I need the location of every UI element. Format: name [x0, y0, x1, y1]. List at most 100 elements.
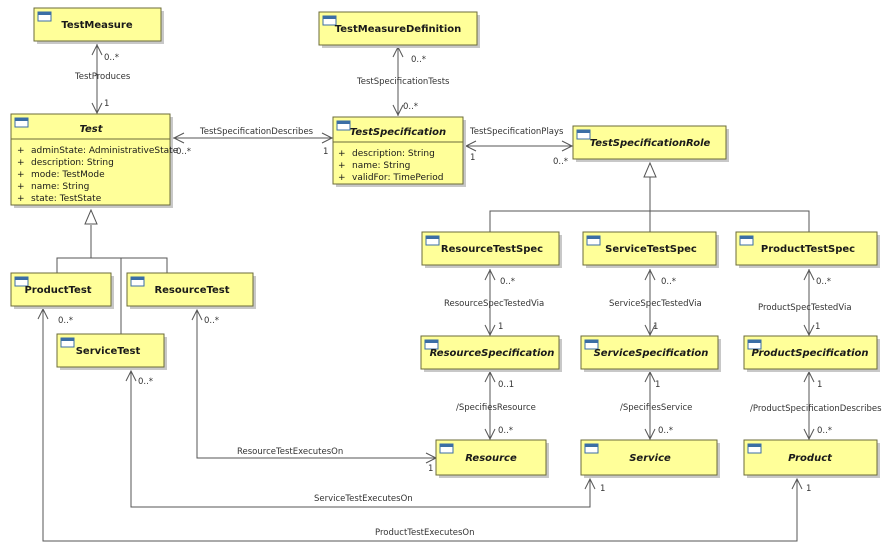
attribute: name: String: [31, 182, 89, 192]
generalization-triangle-test: [84, 208, 98, 225]
label-test-produces: TestProduces: [74, 72, 131, 82]
mult-test-produces-top: 0..*: [104, 53, 119, 63]
attribute: validFor: TimePeriod: [352, 173, 443, 183]
mult-psd-bottom: 0..*: [817, 426, 832, 436]
mult-pstv-bottom: 1: [815, 322, 820, 332]
mult-pteo-source: 0..*: [58, 316, 73, 326]
class-test-specification-role[interactable]: TestSpecificationRole: [572, 125, 729, 162]
mult-tsp-left: 1: [470, 153, 475, 163]
class-service[interactable]: Service: [580, 439, 720, 478]
arrowhead-rstv-top: [484, 268, 496, 281]
arrowhead-ss-bottom: [644, 428, 656, 441]
class-title: ProductTest: [24, 285, 91, 296]
class-service-test-spec[interactable]: ServiceTestSpec: [582, 231, 719, 268]
attribute: description: String: [31, 158, 114, 168]
mult-rstv-bottom: 1: [498, 322, 503, 332]
mult-tsp-right: 0..*: [553, 157, 568, 167]
class-test-measure-definition[interactable]: TestMeasureDefinition: [318, 11, 480, 48]
arrowhead-rstv-bottom: [484, 324, 496, 337]
class-title: TestMeasureDefinition: [335, 24, 462, 35]
edge-product-test-executes-on: [42, 309, 798, 542]
attribute: description: String: [352, 149, 435, 159]
svg-text:+: +: [17, 158, 25, 168]
label-specifies-resource: /SpecifiesResource: [456, 403, 536, 413]
class-title: TestSpecificationRole: [590, 138, 711, 149]
class-service-test[interactable]: ServiceTest: [56, 333, 167, 370]
attribute: adminState: AdministrativeState: [31, 146, 179, 156]
class-title: Product: [788, 453, 833, 464]
edges: [37, 43, 815, 542]
arrowhead-tsd-left: [172, 132, 185, 144]
mult-rteo-source: 0..*: [204, 316, 219, 326]
label-test-specification-describes: TestSpecificationDescribes: [199, 127, 314, 137]
class-test-specification[interactable]: TestSpecification + description: String …: [332, 116, 466, 187]
class-resource-test-spec[interactable]: ResourceTestSpec: [421, 231, 562, 268]
class-title: ProductSpecification: [751, 348, 868, 359]
generalization-triangle-role: [643, 161, 657, 178]
label-service-test-executes-on: ServiceTestExecutesOn: [314, 494, 413, 504]
class-test[interactable]: Test + adminState: AdministrativeState +…: [10, 113, 179, 208]
label-specifies-service: /SpecifiesService: [620, 403, 692, 413]
label-product-spec-tested-via: ProductSpecTestedVia: [758, 303, 852, 313]
svg-text:+: +: [17, 146, 25, 156]
edge-gen-resource-test-spec: [489, 177, 651, 232]
class-resource-test[interactable]: ResourceTest: [126, 272, 256, 309]
mult-tst-top: 0..*: [411, 55, 426, 65]
class-resource[interactable]: Resource: [435, 439, 549, 478]
class-title: ServiceTest: [76, 346, 141, 357]
arrowhead-rteo-source: [191, 308, 203, 321]
class-test-measure[interactable]: TestMeasure: [33, 7, 164, 44]
arrowhead-test-produces-top: [91, 43, 103, 56]
svg-text:+: +: [17, 194, 25, 204]
mult-ss-top: 1: [655, 380, 660, 390]
label-test-specification-plays: TestSpecificationPlays: [469, 127, 564, 137]
edge-resource-test-executes-on: [196, 310, 436, 459]
mult-tsd-right: 1: [323, 147, 328, 157]
arrowhead-tsp-right: [561, 140, 574, 152]
mult-rteo-target: 1: [428, 464, 433, 474]
class-title: ResourceTestSpec: [441, 244, 543, 255]
mult-pteo-target: 1: [806, 484, 811, 494]
edge-labels: TestProduces 0..* 1 TestSpecificationTes…: [58, 53, 882, 538]
arrowhead-test-produces-bottom: [91, 102, 103, 115]
class-title: ServiceTestSpec: [605, 244, 697, 255]
mult-test-produces-bottom: 1: [104, 99, 109, 109]
svg-text:+: +: [338, 173, 346, 183]
mult-steo-target: 1: [600, 484, 605, 494]
mult-steo-source: 0..*: [138, 377, 153, 387]
arrowhead-pteo-target: [791, 477, 803, 490]
class-product[interactable]: Product: [743, 439, 880, 478]
class-title: ProductTestSpec: [761, 244, 855, 255]
mult-sstv-bottom: 1: [653, 322, 658, 332]
arrowhead-sstv-top: [644, 268, 656, 281]
attribute: mode: TestMode: [31, 170, 105, 180]
mult-tsd-left: 0..*: [176, 147, 191, 157]
arrowhead-pstv-top: [803, 268, 815, 281]
class-product-test-spec[interactable]: ProductTestSpec: [735, 231, 880, 268]
mult-sstv-top: 0..*: [661, 277, 676, 287]
mult-sr-top: 0..1: [498, 380, 514, 390]
mult-pstv-top: 0..*: [816, 277, 831, 287]
class-product-test[interactable]: ProductTest: [10, 272, 114, 309]
edge-gen-resource-test: [121, 257, 168, 273]
mult-psd-top: 1: [817, 380, 822, 390]
class-resource-specification[interactable]: ResourceSpecification: [420, 335, 562, 372]
arrowhead-sr-bottom: [484, 428, 496, 441]
arrowhead-tsd-right: [321, 132, 334, 144]
arrowhead-steo-source: [125, 369, 137, 382]
edge-gen-product-test: [56, 225, 92, 273]
class-service-specification[interactable]: ServiceSpecification: [580, 335, 721, 372]
class-title: ResourceSpecification: [430, 348, 555, 359]
label-resource-test-executes-on: ResourceTestExecutesOn: [237, 447, 343, 457]
mult-tst-bottom: 0..*: [403, 102, 418, 112]
label-service-spec-tested-via: ServiceSpecTestedVia: [609, 299, 702, 309]
class-title: ServiceSpecification: [594, 348, 709, 359]
svg-text:+: +: [17, 182, 25, 192]
arrowhead-sstv-bottom: [644, 324, 656, 337]
class-title: Resource: [465, 453, 517, 464]
class-product-specification[interactable]: ProductSpecification: [743, 335, 880, 372]
attribute: state: TestState: [31, 194, 102, 204]
svg-text:+: +: [17, 170, 25, 180]
label-product-specification-describes: /ProductSpecificationDescribes: [750, 404, 882, 414]
